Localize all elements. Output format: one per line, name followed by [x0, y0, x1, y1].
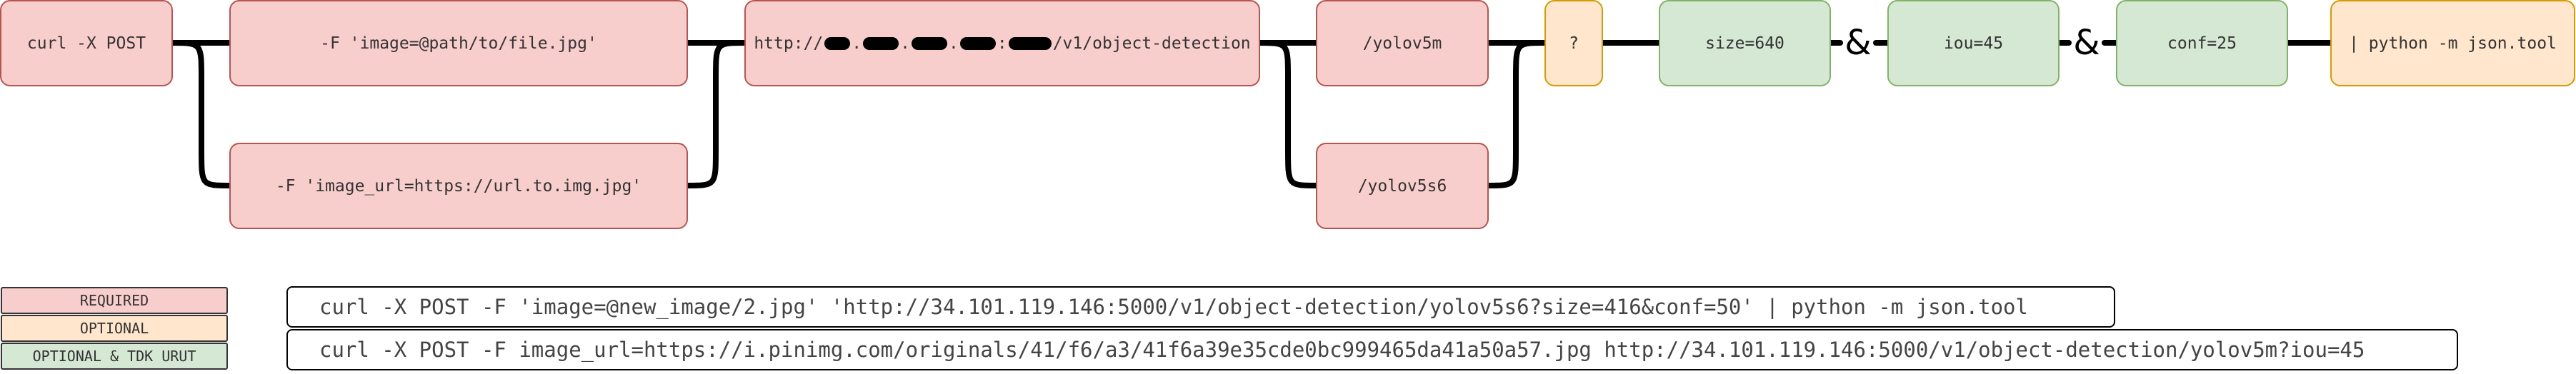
connector-url-arg-to-endpoint: [684, 40, 748, 188]
endpoint-url-suffix: /v1/object-detection: [1052, 34, 1251, 53]
example-command-1-text: curl -X POST -F 'image=@new_image/2.jpg'…: [319, 295, 2028, 319]
example-command-1: curl -X POST -F 'image=@new_image/2.jpg'…: [286, 286, 2115, 328]
size-param-label: size=640: [1705, 34, 1784, 53]
iou-param-node: iou=45: [1887, 0, 2060, 86]
json-tool-pipe-label: | python -m json.tool: [2349, 34, 2557, 53]
connector-curl-to-url-arg: [169, 40, 233, 188]
redacted-ip-octet-icon: [863, 37, 899, 50]
endpoint-url-node: http://...:/v1/object-detection: [744, 0, 1260, 86]
endpoint-url-prefix: http://: [754, 34, 824, 53]
size-param-node: size=640: [1659, 0, 1831, 86]
param-separator-amp: &: [1844, 23, 1872, 63]
query-mark-label: ?: [1569, 34, 1579, 53]
redacted-ip-octet-icon: [959, 37, 996, 50]
model-yolov5m-label: /yolov5m: [1362, 34, 1442, 53]
example-command-2: curl -X POST -F image_url=https://i.pini…: [286, 329, 2458, 370]
url-arg-node: -F 'image_url=https://url.to.img.jpg': [229, 143, 688, 229]
curl-post-label: curl -X POST: [26, 34, 146, 53]
connector-v5s6-to-query: [1485, 40, 1547, 188]
legend-optional: OPTIONAL: [1, 315, 228, 342]
file-arg-node: -F 'image=@path/to/file.jpg': [229, 0, 688, 86]
param-separator-amp: &: [2073, 23, 2100, 63]
curl-post-node: curl -X POST: [0, 0, 173, 86]
model-yolov5s6-label: /yolov5s6: [1357, 176, 1447, 196]
redacted-port-icon: [1008, 37, 1052, 50]
example-command-2-text: curl -X POST -F image_url=https://i.pini…: [319, 338, 2365, 362]
redacted-ip-octet-icon: [824, 37, 851, 50]
legend-required: REQUIRED: [1, 287, 228, 314]
endpoint-url-label: http://...:/v1/object-detection: [754, 34, 1251, 53]
legend-optional-tdk-urut-label: OPTIONAL & TDK URUT: [32, 348, 196, 365]
file-arg-label: -F 'image=@path/to/file.jpg': [320, 34, 597, 53]
redacted-ip-octet-icon: [911, 37, 947, 50]
model-yolov5s6-node: /yolov5s6: [1316, 143, 1489, 229]
query-mark-node: ?: [1544, 0, 1603, 86]
conf-param-label: conf=25: [2167, 34, 2237, 53]
legend-required-label: REQUIRED: [79, 292, 149, 309]
model-yolov5m-node: /yolov5m: [1316, 0, 1489, 86]
json-tool-pipe-node: | python -m json.tool: [2330, 0, 2575, 86]
url-arg-label: -F 'image_url=https://url.to.img.jpg': [275, 176, 642, 196]
conf-param-node: conf=25: [2116, 0, 2288, 86]
legend-optional-tdk-urut: OPTIONAL & TDK URUT: [1, 343, 228, 370]
legend-optional-label: OPTIONAL: [79, 320, 149, 337]
iou-param-label: iou=45: [1943, 34, 2004, 53]
connector-endpoint-to-v5s6: [1257, 40, 1319, 188]
